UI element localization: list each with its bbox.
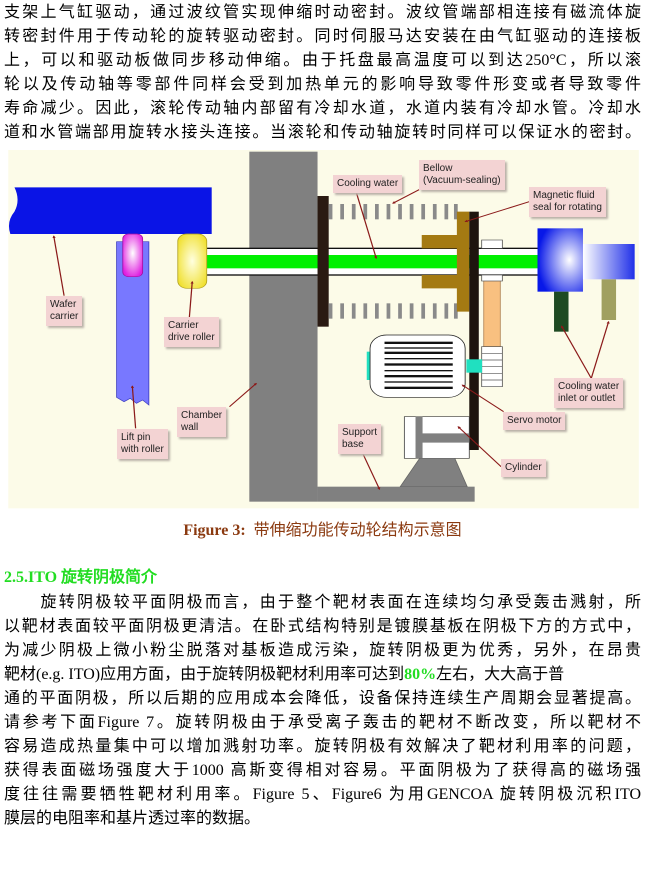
text-line: 上，可以和驱动板做同步移动伸缩。由于托盘最高温度可以到达250°C，所以滚	[4, 52, 641, 69]
text-line: 寿命减少。因此，滚轮传动轴内部留有冷却水道，水道内装有冷却水管。冷却水	[4, 100, 641, 117]
label-line: Servo motor	[507, 415, 562, 426]
label-line: Cylinder	[505, 462, 542, 473]
text-line: 轮以及传动轴等零部件同样会受到加热单元的影响导致零件形变或者导致零件	[4, 76, 641, 93]
text-line: 以靶材表面较平面阴极更清洁。在卧式结构特别是镀膜基板在阴极下方的方式中，	[4, 618, 641, 635]
label-line: Bellow	[423, 163, 453, 174]
text-line: 获得表面磁场强度大于1000 高斯变得相对容易。平面阴极为了获得高的磁场强	[4, 762, 641, 779]
label-line: Support	[342, 427, 378, 438]
label-line: inlet or outlet	[558, 393, 616, 404]
label-line: Chamber	[181, 410, 223, 421]
carrier-drive-roller-shape	[177, 233, 208, 289]
cooling-inlet-pipe	[601, 279, 617, 320]
label-line: carrier	[50, 311, 79, 322]
label-line: drive roller	[168, 332, 215, 343]
motor-shaft	[466, 359, 483, 373]
label-servo-motor: Servo motor	[503, 412, 566, 430]
label-line: Cooling water	[337, 178, 399, 189]
label-line: wall	[181, 422, 199, 433]
highlight-percentage: 80%	[404, 666, 437, 683]
text-line: 转密封件用于传动轮的旋转驱动密封。同时伺服马达安装在由气缸驱动的连接板	[4, 28, 641, 45]
label-line: with roller	[121, 444, 164, 455]
caption-prefix: Figure 3:	[183, 522, 246, 539]
text-line: 度往往需要牺牲靶材利用率。Figure 5、Figure6 为用GENCOA 旋…	[4, 786, 641, 803]
mounting-plate	[317, 196, 329, 327]
magnetic-seal-shape	[421, 211, 470, 312]
text-segment: 左右，大大高于普	[436, 666, 565, 683]
text-line: 通的平面阴极，所以后期的应用成本会降低，设备保持连续生产周期会显著提高。	[4, 690, 641, 707]
text-line: 道和水管端部用旋转水接头连接。当滚轮和传动轴旋转时同样可以保证水的密封。	[4, 124, 641, 141]
label-line: Lift pin	[121, 432, 151, 443]
text-line: 膜层的电阻率和基片透过率的数据。	[4, 810, 261, 827]
cooling-water-channel	[192, 255, 540, 269]
cooling-outlet-pipe	[554, 291, 569, 332]
label-cooling-water: Cooling water	[333, 175, 403, 193]
cylinder-piston	[415, 416, 470, 459]
label-line: Magnetic fluid	[533, 190, 595, 201]
connecting-plate	[469, 211, 479, 450]
text-line: 旋转阴极较平面阴极而言，由于整个靶材表面在连续均匀承受轰击溅射，所	[4, 594, 641, 611]
label-line: Carrier	[168, 320, 199, 331]
lift-pin-shape	[116, 241, 150, 406]
lift-pin-roller-shape	[122, 233, 144, 277]
chamber-wall-shape	[249, 151, 318, 502]
label-line: seal for rotating	[533, 202, 602, 213]
label-line: (Vacuum-sealing)	[423, 175, 501, 186]
text-line: 支架上气缸驱动，通过波纹管实现伸缩时动密封。波纹管端部相连接有磁流体旋	[4, 4, 641, 21]
rotary-joint-end	[582, 244, 635, 280]
text-line: 靶材(e.g. ITO)应用方面，由于旋转阴极靶材利用率可达到80%左右，大大高…	[4, 663, 641, 687]
figure-caption: Figure 3: 带伸缩功能传动轮结构示意图	[0, 520, 645, 542]
diagram-graphic	[8, 150, 639, 509]
motor-end-cap	[366, 351, 372, 380]
wafer-carrier-shape	[8, 187, 212, 234]
text-line: 容易造成热量集中可以增加溅射功率。旋转阴极有效解决了靶材利用率的问题，	[4, 738, 641, 755]
text-line: 为减少阴极上微小粉尘脱落对基板造成污染，旋转阴极更为优秀，另外，在昂贵	[4, 642, 641, 659]
cylinder-bracket	[399, 458, 468, 487]
bellow-shape	[328, 204, 458, 319]
label-bellow: Bellow(Vacuum-sealing)	[419, 160, 505, 190]
rotary-joint-shape	[537, 228, 583, 292]
text-segment: 靶材(e.g. ITO)应用方面，由于旋转阴极靶材利用率可达到	[4, 666, 405, 683]
motor-stripes	[384, 341, 453, 389]
label-line: Wafer	[50, 299, 77, 310]
caption-text: 带伸缩功能传动轮结构示意图	[253, 522, 462, 539]
belt-shape	[483, 279, 501, 347]
label-line: base	[342, 439, 364, 450]
support-base-shape	[317, 486, 475, 502]
label-cylinder: Cylinder	[501, 459, 546, 477]
section-heading: 2.5.ITO 旋转阴极简介	[4, 569, 158, 586]
label-line: Cooling water	[558, 381, 620, 392]
callout-arrows	[52, 187, 610, 490]
text-line: 请参考下面Figure 7。旋转阴极由于承受离子轰击的靶材不断改变，所以靶材不	[4, 714, 641, 731]
